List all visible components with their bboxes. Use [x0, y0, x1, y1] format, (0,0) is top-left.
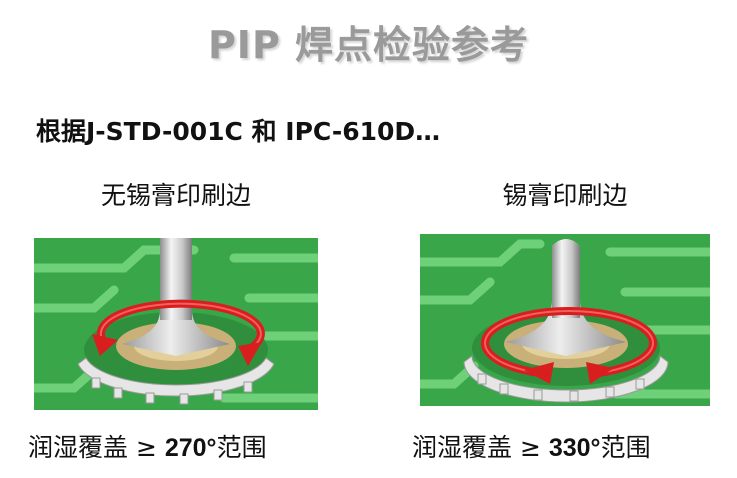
caption-value: 270°	[164, 434, 217, 462]
caption-suffix: 范围	[216, 433, 267, 462]
pad-ring	[77, 357, 275, 405]
caption-prefix: 润湿覆盖 ≥	[412, 433, 549, 462]
pcb-traces	[420, 239, 710, 399]
wetting-arrowhead	[524, 362, 554, 384]
solder-joint-270-illustration	[34, 238, 318, 410]
wetting-arrowhead	[586, 362, 614, 384]
pad-ring	[463, 355, 669, 403]
caption-330: 润湿覆盖 ≥ 330°范围	[412, 428, 651, 464]
solder-joint-330-illustration	[420, 234, 710, 406]
caption-270: 润湿覆盖 ≥ 270°范围	[28, 428, 267, 464]
caption-suffix: 范围	[600, 433, 651, 462]
caption-prefix: 润湿覆盖 ≥	[28, 433, 165, 462]
wetting-arrowhead	[238, 342, 262, 366]
panel-label-with-paste: 锡膏印刷边	[502, 181, 628, 210]
caption-value: 330°	[548, 434, 601, 462]
component-pin	[552, 239, 580, 318]
standards-reference: 根据J-STD-001C 和 IPC-610D…	[36, 117, 441, 146]
panel-label-no-paste: 无锡膏印刷边	[100, 181, 251, 210]
wetting-arrowhead	[92, 334, 118, 356]
page-title: PIP 焊点检验参考	[207, 23, 530, 67]
